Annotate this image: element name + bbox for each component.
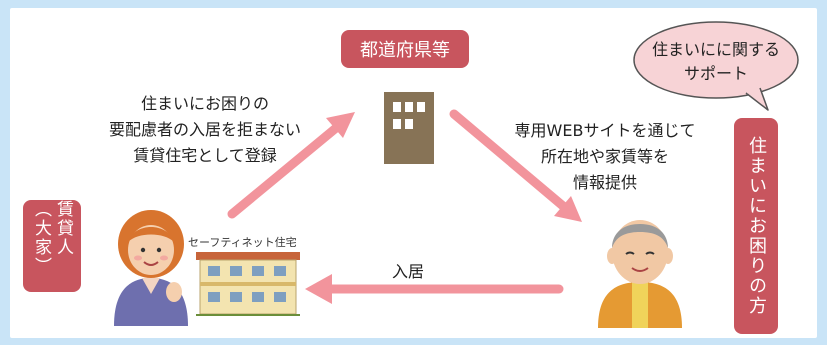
registration-line2: 要配慮者の入居を拒まない [108, 120, 301, 139]
registration-line1: 住まいにお困りの [140, 94, 269, 113]
arrow-move-in-head [305, 274, 332, 304]
info-line1: 専用WEBサイトを通じて [514, 121, 696, 140]
arrow-prefecture-to-tenant [449, 109, 568, 211]
landlord-label-box: 賃貸人（大家） [23, 200, 81, 292]
tenant-person-illustration [598, 220, 682, 328]
housing-icon [196, 252, 300, 316]
info-line2: 所在地や家賃等を [540, 147, 669, 166]
diagram-canvas: 都道府県等 住まいにに関する サポート 住まいにお困りの 要配慮者の入居を拒まな… [10, 8, 817, 338]
prefecture-box: 都道府県等 [341, 30, 469, 68]
arrow-prefecture-to-tenant-head [554, 196, 582, 222]
support-bubble: 住まいにに関する サポート [633, 21, 799, 111]
arrow-landlord-to-prefecture [227, 123, 341, 219]
needy-label: 住まいにお困りの方 [746, 136, 767, 316]
landlord-label: 賃貸人（大家） [31, 200, 73, 276]
needy-label-box: 住まいにお困りの方 [734, 118, 778, 334]
housing-label: セーフティネット住宅 [188, 236, 297, 249]
support-bubble-line1: 住まいにに関する [652, 40, 780, 59]
registration-text: 住まいにお困りの 要配慮者の入居を拒まない 賃貸住宅として登録 [86, 91, 324, 169]
registration-line3: 賃貸住宅として登録 [133, 146, 277, 165]
support-bubble-line2: サポート [684, 64, 748, 83]
building-icon [384, 92, 434, 164]
landlord-person-illustration [114, 210, 188, 326]
move-in-label: 入居 [392, 262, 425, 281]
arrows-layer [227, 109, 582, 304]
info-text: 専用WEBサイトを通じて 所在地や家賃等を 情報提供 [500, 118, 710, 196]
arrow-landlord-to-prefecture-head [326, 112, 355, 138]
prefecture-label: 都道府県等 [360, 40, 450, 61]
info-line3: 情報提供 [572, 173, 637, 192]
